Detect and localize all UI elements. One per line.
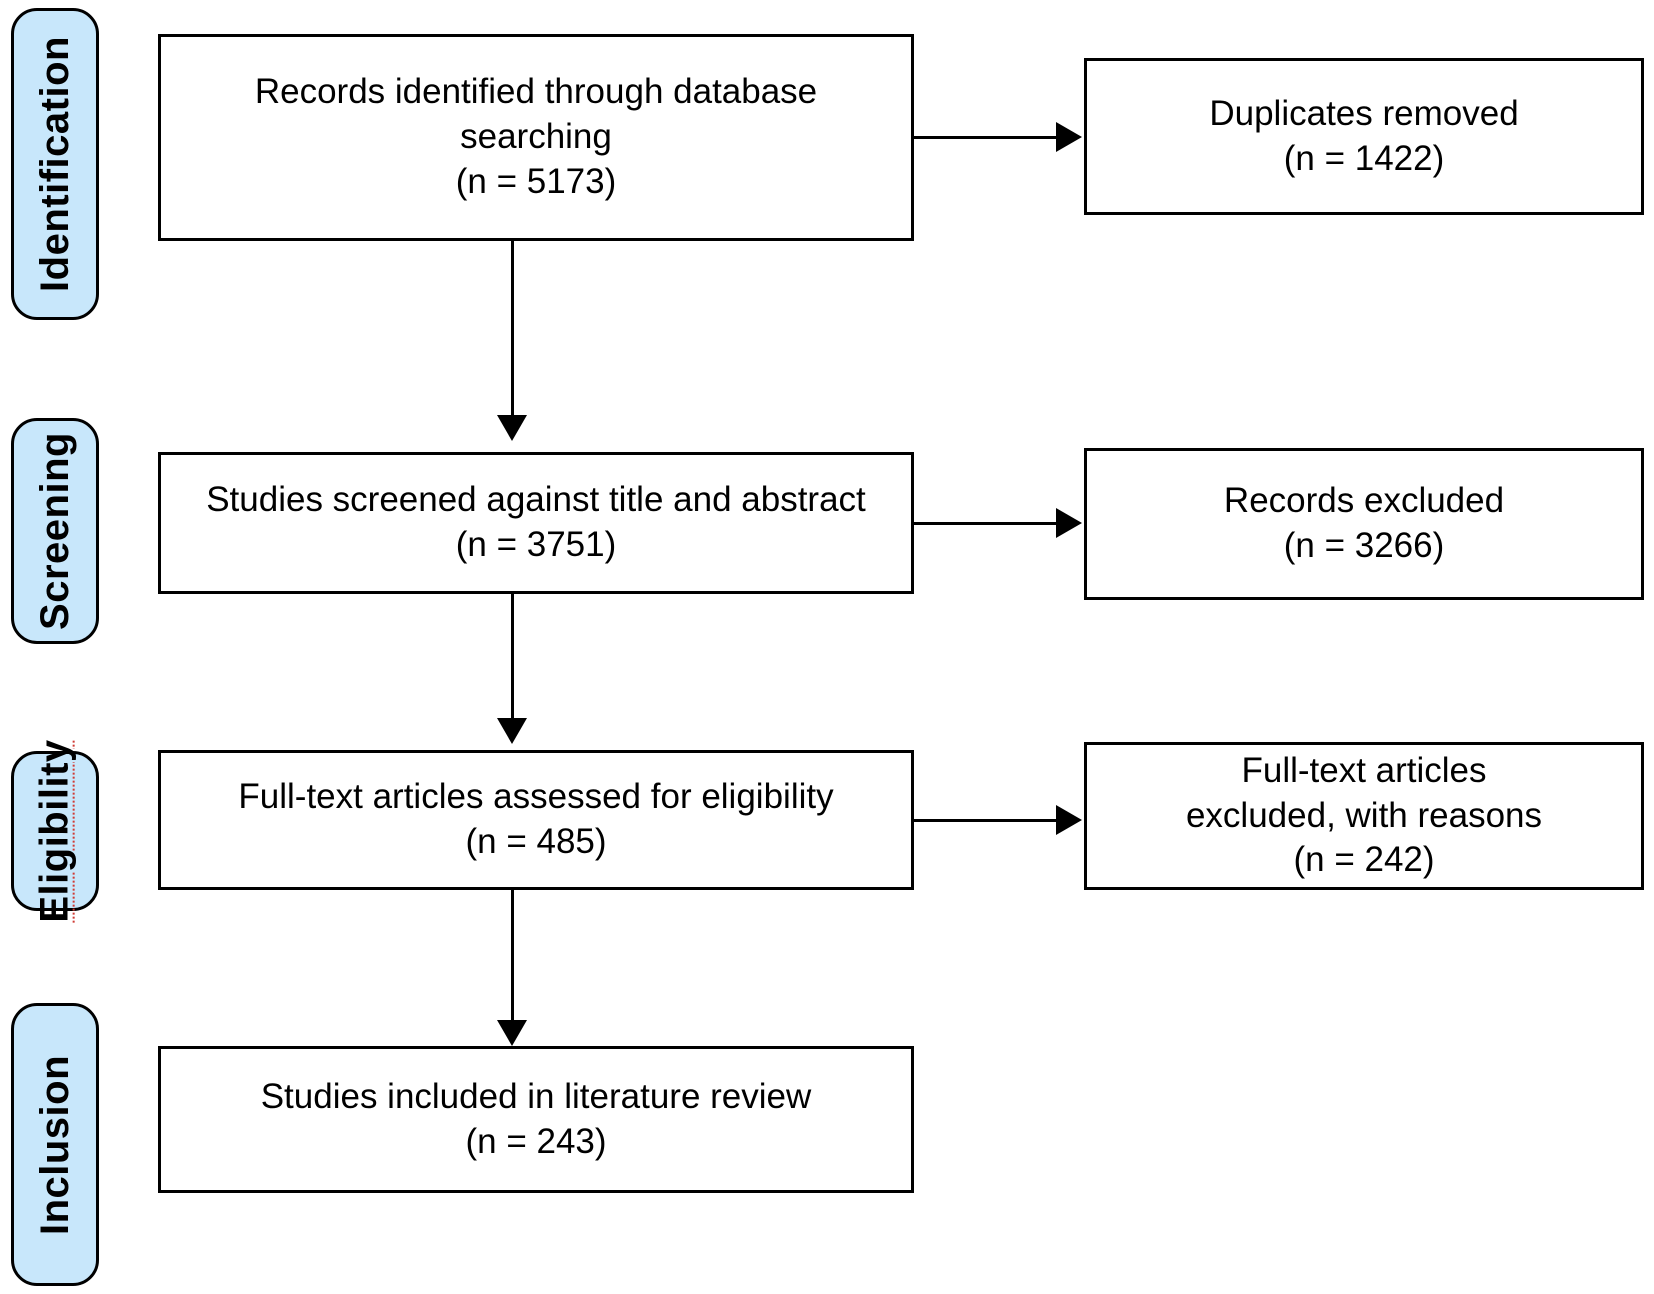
box-records-excluded: Records excluded (n = 3266) [1084, 448, 1644, 600]
stage-label-inclusion: Inclusion [11, 1003, 99, 1286]
box-studies-screened-line-1: Studies screened against title and abstr… [206, 480, 866, 520]
stage-label-screening: Screening [11, 418, 99, 644]
box-studies-included-count: (n = 243) [465, 1121, 607, 1161]
box-records-excluded-count: (n = 3266) [1283, 526, 1445, 565]
box-full-text-excluded-count: (n = 242) [1293, 840, 1435, 880]
connector-fulltext-to-excluded-arrowhead [1056, 805, 1082, 835]
connector-fulltext-to-included-arrowhead [497, 1020, 527, 1046]
stage-label-identification-text: Identification [33, 36, 78, 292]
box-studies-included-line-1: Studies included in literature review [260, 1076, 812, 1116]
box-full-text-assessed: Full-text articles assessed for eligibil… [158, 750, 914, 890]
box-full-text-excluded: Full-text articles excluded, with reason… [1084, 742, 1644, 890]
box-records-identified: Records identified through database sear… [158, 34, 914, 241]
box-studies-screened-count: (n = 3751) [455, 525, 617, 564]
stage-label-eligibility-text: Eligibility [33, 739, 78, 923]
stage-label-screening-text: Screening [33, 432, 77, 630]
box-records-excluded-line-1: Records excluded [1223, 481, 1505, 521]
connector-screened-to-excluded-arrowhead [1056, 508, 1082, 538]
connector-identified-to-duplicates-line [914, 136, 1058, 139]
connector-screened-to-excluded-line [914, 522, 1058, 525]
box-records-identified-line-2: searching [460, 117, 612, 157]
connector-screened-to-fulltext-arrowhead [497, 718, 527, 744]
box-studies-included: Studies included in literature review (n… [158, 1046, 914, 1193]
stage-label-identification: Identification [11, 8, 99, 320]
connector-identified-to-screened-line [511, 241, 514, 417]
connector-identified-to-duplicates-arrowhead [1056, 122, 1082, 152]
connector-screened-to-fulltext-line [511, 594, 514, 720]
connector-fulltext-to-excluded-line [914, 819, 1058, 822]
stage-label-inclusion-text: Inclusion [33, 1054, 78, 1235]
box-records-identified-count: (n = 5173) [455, 161, 617, 201]
connector-fulltext-to-included-line [511, 890, 514, 1022]
box-full-text-assessed-line-1: Full-text articles assessed for eligibil… [238, 777, 834, 817]
box-duplicates-removed: Duplicates removed (n = 1422) [1084, 58, 1644, 215]
box-duplicates-removed-line-1: Duplicates removed [1209, 93, 1519, 133]
box-duplicates-removed-count: (n = 1422) [1283, 138, 1445, 178]
connector-identified-to-screened-arrowhead [497, 415, 527, 441]
box-records-identified-line-1: Records identified through database [254, 72, 818, 112]
box-full-text-excluded-line-1: Full-text articles [1241, 750, 1487, 790]
box-studies-screened: Studies screened against title and abstr… [158, 452, 914, 594]
stage-label-eligibility: Eligibility [11, 739, 99, 923]
box-full-text-excluded-line-2: excluded, with reasons [1185, 795, 1543, 835]
box-full-text-assessed-count: (n = 485) [465, 822, 607, 861]
